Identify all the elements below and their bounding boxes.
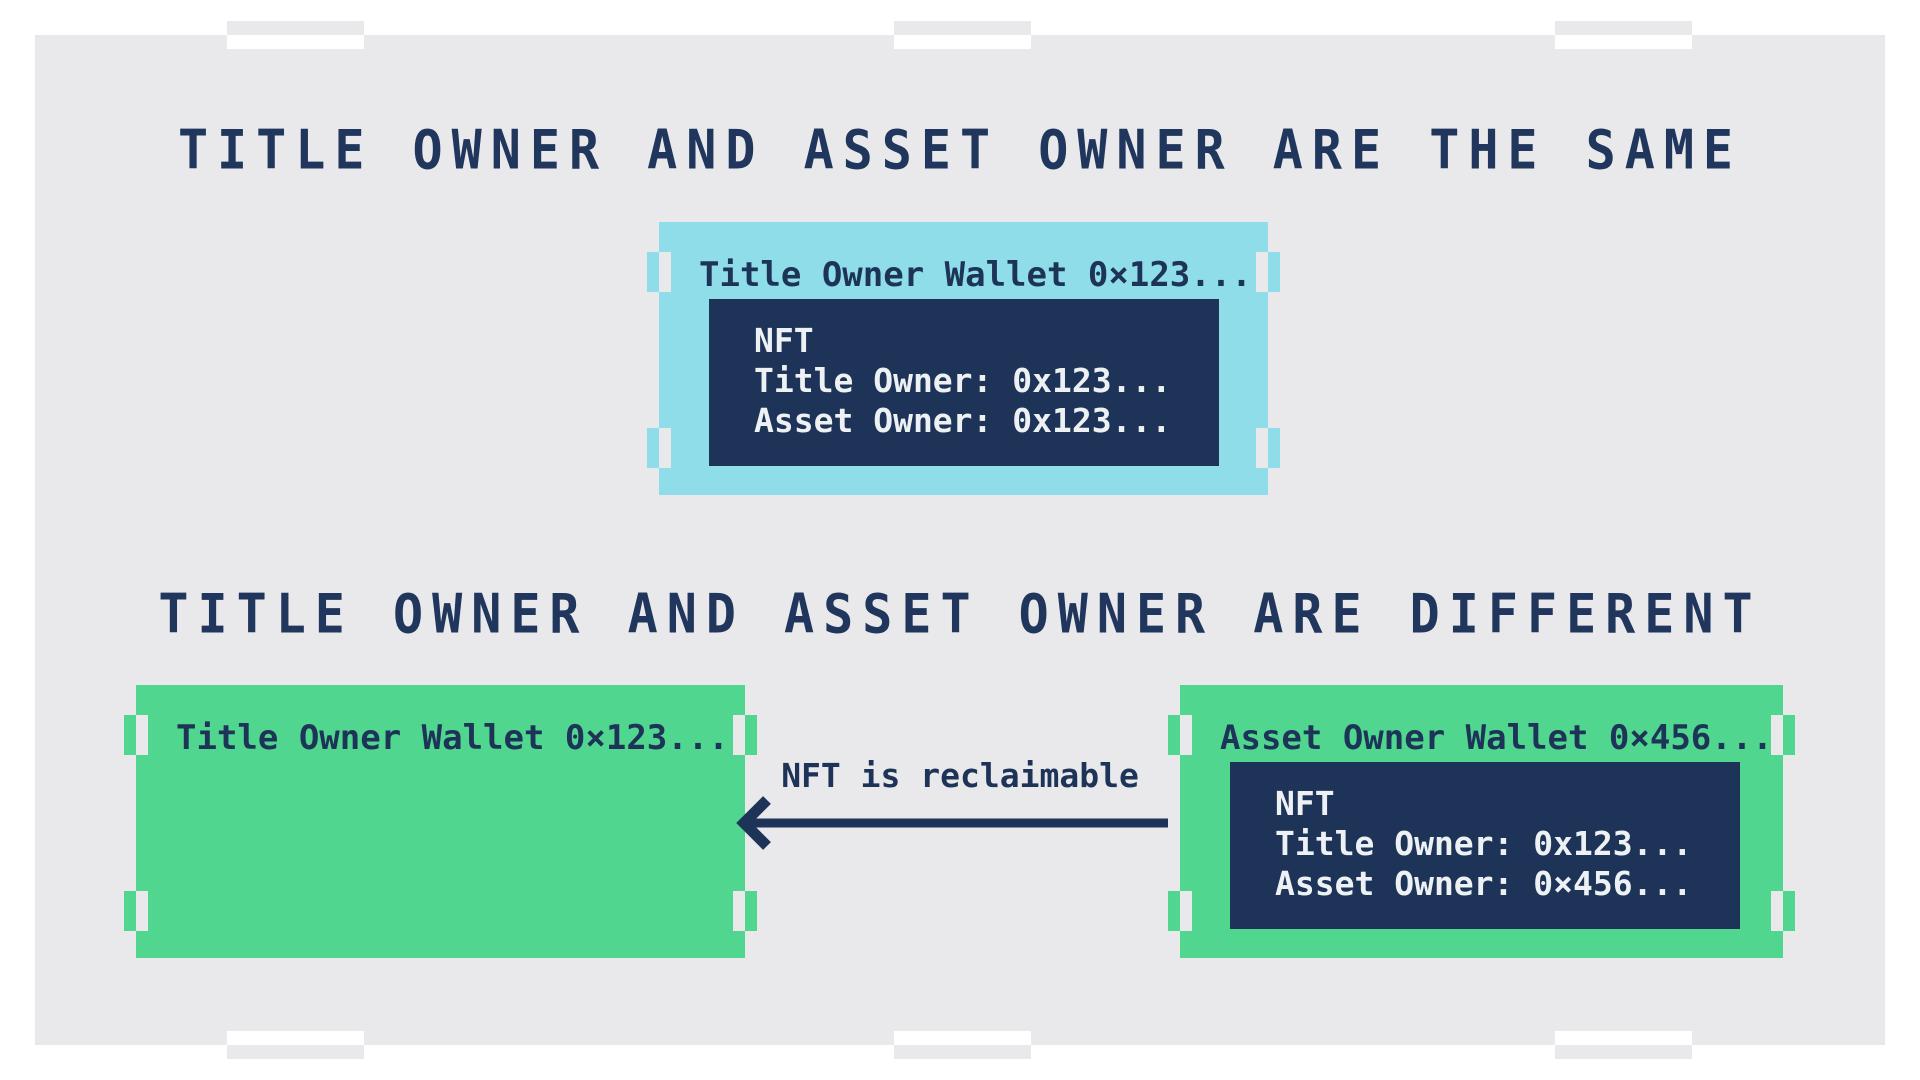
wallet-card-label: Asset Owner Wallet 0×456... xyxy=(1220,718,1773,758)
frame-tick-top-left xyxy=(227,21,364,35)
selection-handle xyxy=(1783,891,1795,931)
selection-handle xyxy=(745,715,757,755)
selection-handle xyxy=(1256,428,1268,468)
selection-handle xyxy=(647,428,659,468)
frame-tick-bottom-left xyxy=(227,1031,364,1045)
frame-tick-top-left xyxy=(227,35,364,49)
arrow-label: NFT is reclaimable xyxy=(781,756,1139,795)
selection-handle xyxy=(136,891,148,931)
selection-handle xyxy=(1180,715,1192,755)
selection-handle xyxy=(1168,891,1180,931)
nft-asset-owner-line: Asset Owner: 0×456... xyxy=(1275,864,1693,903)
frame-tick-bottom-right xyxy=(1555,1045,1692,1059)
selection-handle xyxy=(124,891,136,931)
frame-tick-top-right xyxy=(1555,35,1692,49)
selection-handle xyxy=(659,252,671,292)
nft-card: NFT Title Owner: 0x123... Asset Owner: 0… xyxy=(709,299,1219,466)
frame-tick-bottom-right xyxy=(1555,1031,1692,1045)
selection-handle xyxy=(136,715,148,755)
asset-owner-wallet-card: Asset Owner Wallet 0×456... NFT Title Ow… xyxy=(1180,685,1783,958)
selection-handle xyxy=(1771,891,1783,931)
reclaim-arrow xyxy=(735,773,1185,873)
frame-tick-top-center xyxy=(894,35,1031,49)
nft-title-owner-line: Title Owner: 0x123... xyxy=(754,361,1172,400)
selection-handle xyxy=(647,252,659,292)
section-title-same: TITLE OWNER AND ASSET OWNER ARE THE SAME xyxy=(177,118,1743,182)
selection-handle xyxy=(1268,252,1280,292)
selection-handle xyxy=(659,428,671,468)
selection-handle xyxy=(124,715,136,755)
nft-title-owner-line: Title Owner: 0x123... xyxy=(1275,824,1693,863)
frame-tick-bottom-center xyxy=(894,1031,1031,1045)
left-arrow-icon xyxy=(736,796,1168,850)
selection-handle xyxy=(1783,715,1795,755)
selection-handle xyxy=(1168,715,1180,755)
wallet-card-label: Title Owner Wallet 0×123... xyxy=(699,255,1252,295)
nft-card: NFT Title Owner: 0x123... Asset Owner: 0… xyxy=(1230,762,1740,929)
nft-asset-owner-line: Asset Owner: 0x123... xyxy=(754,401,1172,440)
selection-handle xyxy=(1256,252,1268,292)
nft-card-name: NFT xyxy=(1275,784,1335,823)
selection-handle xyxy=(733,891,745,931)
selection-handle xyxy=(1180,891,1192,931)
selection-handle xyxy=(745,891,757,931)
title-owner-wallet-card-different: Title Owner Wallet 0×123... xyxy=(136,685,745,958)
nft-card-name: NFT xyxy=(754,321,814,360)
title-owner-wallet-card-same: Title Owner Wallet 0×123... NFT Title Ow… xyxy=(659,222,1268,495)
frame-tick-bottom-left xyxy=(227,1045,364,1059)
selection-handle xyxy=(1268,428,1280,468)
section-title-different: TITLE OWNER AND ASSET OWNER ARE DIFFEREN… xyxy=(158,582,1762,646)
wallet-card-label: Title Owner Wallet 0×123... xyxy=(176,718,729,758)
selection-handle xyxy=(1771,715,1783,755)
selection-handle xyxy=(733,715,745,755)
frame-tick-bottom-center xyxy=(894,1045,1031,1059)
frame-tick-top-center xyxy=(894,21,1031,35)
frame-tick-top-right xyxy=(1555,21,1692,35)
